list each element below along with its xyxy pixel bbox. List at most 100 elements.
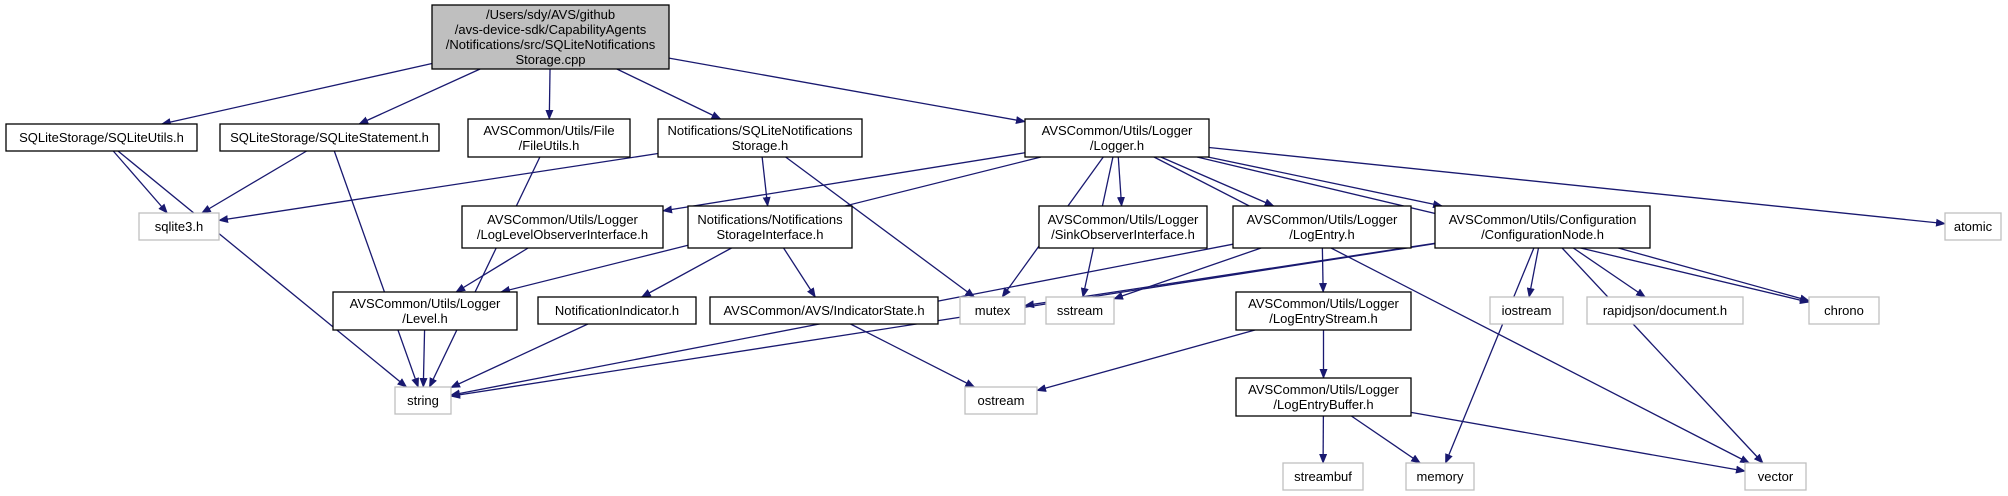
node-sstream: sstream <box>1045 296 1115 325</box>
node-label-line: Storage.h <box>732 138 788 153</box>
node-box <box>537 296 697 325</box>
edge-logentry-to-logentrystream <box>1319 247 1327 293</box>
node-notifindicator[interactable]: NotificationIndicator.h <box>537 296 697 325</box>
node-iostream: iostream <box>1489 296 1564 325</box>
node-box <box>959 296 1026 325</box>
node-box <box>1489 296 1564 325</box>
edge-confignode-to-vector <box>1561 247 1764 464</box>
node-box <box>138 212 220 241</box>
node-label-line: NotificationIndicator.h <box>555 303 679 318</box>
edge-logentry-to-sstream <box>1113 247 1262 300</box>
node-string: string <box>394 386 452 415</box>
edge-level-to-string <box>419 329 428 388</box>
edge-confignode-to-chrono <box>1618 247 1810 303</box>
node-box <box>5 123 198 152</box>
node-label-line: atomic <box>1954 219 1993 234</box>
edge-root-to-fileutils <box>545 68 554 120</box>
node-indicatorstate[interactable]: AVSCommon/AVS/IndicatorState.h <box>709 296 939 325</box>
edge-confignode-to-iostream <box>1526 247 1540 298</box>
node-label-line: StorageInterface.h <box>717 227 824 242</box>
node-label-line: streambuf <box>1294 469 1352 484</box>
node-label-line: SQLiteStorage/SQLiteUtils.h <box>19 130 184 145</box>
edge-notififace-to-notifindicator <box>640 247 732 298</box>
node-box <box>467 118 631 158</box>
edge-root-to-logger <box>668 57 1026 124</box>
node-box <box>964 386 1038 415</box>
node-label-line: /LogEntryStream.h <box>1269 311 1377 326</box>
node-label-line: string <box>407 393 439 408</box>
edge-logentrybuffer-to-vector <box>1410 411 1746 474</box>
node-level[interactable]: AVSCommon/Utils/Logger/Level.h <box>332 291 518 331</box>
node-sqlitestatement[interactable]: SQLiteStorage/SQLiteStatement.h <box>219 123 440 152</box>
node-label-line: /LogLevelObserverInterface.h <box>477 227 648 242</box>
node-box <box>1586 296 1744 325</box>
node-box <box>1434 205 1651 249</box>
edge-logger-to-confignode <box>1207 156 1444 209</box>
node-label-line: AVSCommon/Utils/Configuration <box>1449 212 1637 227</box>
node-box <box>1808 296 1880 325</box>
node-sqlite3: sqlite3.h <box>138 212 220 241</box>
edge-logger-to-atomic <box>1208 146 1946 227</box>
node-label-line: vector <box>1758 469 1794 484</box>
node-label-line: AVSCommon/Utils/Logger <box>1248 296 1399 311</box>
node-sinkobs[interactable]: AVSCommon/Utils/Logger/SinkObserverInter… <box>1038 205 1208 249</box>
edge-sqliteutils-to-sqlite3 <box>112 150 168 214</box>
node-label-line: Notifications/Notifications <box>697 212 843 227</box>
node-box <box>1232 205 1412 249</box>
node-confignode[interactable]: AVSCommon/Utils/Configuration/Configurat… <box>1434 205 1651 249</box>
node-label-line: AVSCommon/Utils/Logger <box>1048 212 1199 227</box>
node-label-line: AVSCommon/Utils/Logger <box>1248 382 1399 397</box>
node-logentry[interactable]: AVSCommon/Utils/Logger/LogEntry.h <box>1232 205 1412 249</box>
node-label-line: /LogEntryBuffer.h <box>1273 397 1373 412</box>
node-label-line: AVSCommon/Utils/File <box>483 123 614 138</box>
edge-indicatorstate-to-ostream <box>850 323 976 388</box>
node-label-line: Notifications/SQLiteNotifications <box>668 123 853 138</box>
edge-logentrystream-to-ostream <box>1036 329 1256 392</box>
node-chrono: chrono <box>1808 296 1880 325</box>
node-box <box>1744 462 1807 491</box>
node-label-line: SQLiteStorage/SQLiteStatement.h <box>230 130 429 145</box>
node-label-line: /Logger.h <box>1090 138 1144 153</box>
node-label-line: /Notifications/src/SQLiteNotifications <box>446 37 656 52</box>
node-box <box>657 118 863 158</box>
node-notifstorage[interactable]: Notifications/SQLiteNotificationsStorage… <box>657 118 863 158</box>
node-logentrybuffer[interactable]: AVSCommon/Utils/Logger/LogEntryBuffer.h <box>1235 377 1412 417</box>
node-label-line: /Level.h <box>402 311 448 326</box>
node-label-line: AVSCommon/Utils/Logger <box>487 212 638 227</box>
edge-notifstorage-to-mutex <box>785 156 976 298</box>
node-logentrystream[interactable]: AVSCommon/Utils/Logger/LogEntryStream.h <box>1235 291 1412 331</box>
node-label-line: iostream <box>1502 303 1552 318</box>
node-sqliteutils[interactable]: SQLiteStorage/SQLiteUtils.h <box>5 123 198 152</box>
edge-sqlitestatement-to-string <box>333 150 419 388</box>
node-label-line: /FileUtils.h <box>519 138 580 153</box>
edge-sqlitestatement-to-sqlite3 <box>200 150 308 214</box>
node-loglevelobs[interactable]: AVSCommon/Utils/Logger/LogLevelObserverI… <box>461 205 664 249</box>
node-vector: vector <box>1744 462 1807 491</box>
node-ostream: ostream <box>964 386 1038 415</box>
nodes-layer: /Users/sdy/AVS/github/avs-device-sdk/Cap… <box>5 4 2002 491</box>
node-notififace[interactable]: Notifications/NotificationsStorageInterf… <box>687 205 853 249</box>
node-box <box>1944 212 2002 241</box>
node-label-line: ostream <box>978 393 1025 408</box>
node-fileutils[interactable]: AVSCommon/Utils/File/FileUtils.h <box>467 118 631 158</box>
node-label-line: mutex <box>975 303 1011 318</box>
edge-confignode-to-string <box>450 243 1436 399</box>
edge-notififace-to-indicatorstate <box>783 247 816 298</box>
node-box <box>1024 118 1210 158</box>
node-label-line: AVSCommon/Utils/Logger <box>1247 212 1398 227</box>
node-label-line: chrono <box>1824 303 1864 318</box>
node-label-line: AVSCommon/Utils/Logger <box>350 296 501 311</box>
node-memory: memory <box>1405 462 1475 491</box>
node-mutex: mutex <box>959 296 1026 325</box>
node-label-line: /avs-device-sdk/CapabilityAgents <box>455 22 647 37</box>
node-root[interactable]: /Users/sdy/AVS/github/avs-device-sdk/Cap… <box>431 4 670 70</box>
node-label-line: AVSCommon/AVS/IndicatorState.h <box>723 303 924 318</box>
node-label-line: memory <box>1417 469 1464 484</box>
node-logger[interactable]: AVSCommon/Utils/Logger/Logger.h <box>1024 118 1210 158</box>
edge-notifindicator-to-string <box>450 323 589 389</box>
node-box <box>219 123 440 152</box>
edge-logger-to-loglevelobs <box>662 152 1026 214</box>
node-label-line: /ConfigurationNode.h <box>1481 227 1604 242</box>
edge-notifstorage-to-sqlite3 <box>218 152 659 224</box>
node-label-line: /LogEntry.h <box>1289 227 1355 242</box>
